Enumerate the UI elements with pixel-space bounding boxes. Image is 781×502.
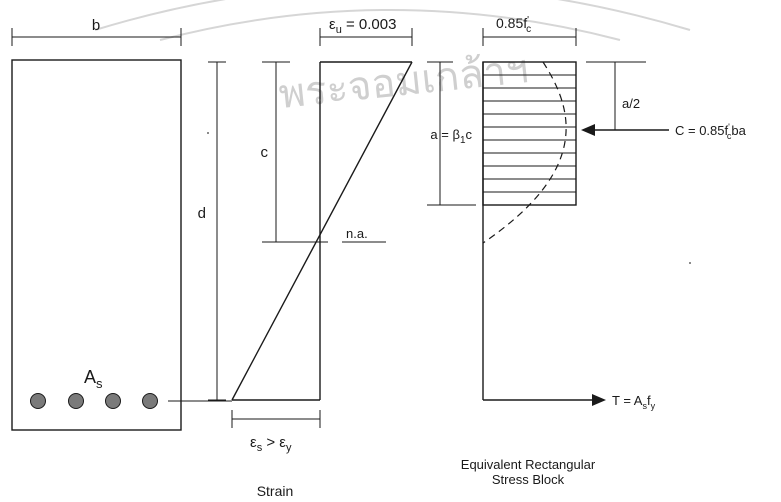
rebar	[105, 393, 121, 409]
stress-block-hatching	[483, 74, 576, 193]
neutral-depth-label: c	[261, 144, 269, 161]
watermark-arc-outer	[94, 0, 691, 31]
reinforcing-bars	[30, 393, 158, 409]
compression-resultant-label: C = 0.85f'cba	[675, 122, 747, 141]
watermark-text: พระจอมเกล้าฯ	[277, 46, 531, 118]
beam-cross-section: b As	[11, 17, 232, 431]
strain-caption: Strain	[257, 483, 294, 499]
strain-profile	[231, 61, 413, 401]
tension-resultant-label: T = Asfy	[612, 393, 656, 411]
effective-depth-dimension: d	[198, 61, 226, 401]
stress-block-caption-line2: Stress Block	[492, 472, 565, 487]
block-depth-label: a = β1c	[430, 127, 472, 146]
rebar	[30, 393, 46, 409]
depth-label: d	[198, 205, 206, 222]
strain-diagram: εu = 0.003 c n.a. εs > εy Strain	[231, 16, 413, 499]
half-depth-label: a/2	[622, 96, 640, 111]
neutral-axis-label: n.a.	[346, 226, 368, 241]
rebar	[68, 393, 84, 409]
steel-strain-label: εs > εy	[250, 434, 292, 454]
ultimate-strain-label: εu = 0.003	[329, 16, 396, 36]
rebar	[142, 393, 158, 409]
actual-stress-distribution	[482, 61, 567, 244]
watermark-arc-inner	[159, 9, 621, 41]
scan-speck	[689, 262, 691, 264]
tension-arrowhead	[592, 394, 606, 406]
steel-area-label: As	[84, 367, 103, 391]
concrete-stress-label: 0.85f'c	[496, 15, 531, 35]
scan-speck	[207, 132, 209, 134]
stress-block-caption-line1: Equivalent Rectangular	[461, 457, 596, 472]
section-outline	[11, 59, 182, 431]
stress-block-diagram: 0.85f'c a = β1c a/2 C =	[427, 15, 747, 487]
compression-arrowhead	[581, 124, 595, 136]
width-label: b	[92, 17, 100, 34]
